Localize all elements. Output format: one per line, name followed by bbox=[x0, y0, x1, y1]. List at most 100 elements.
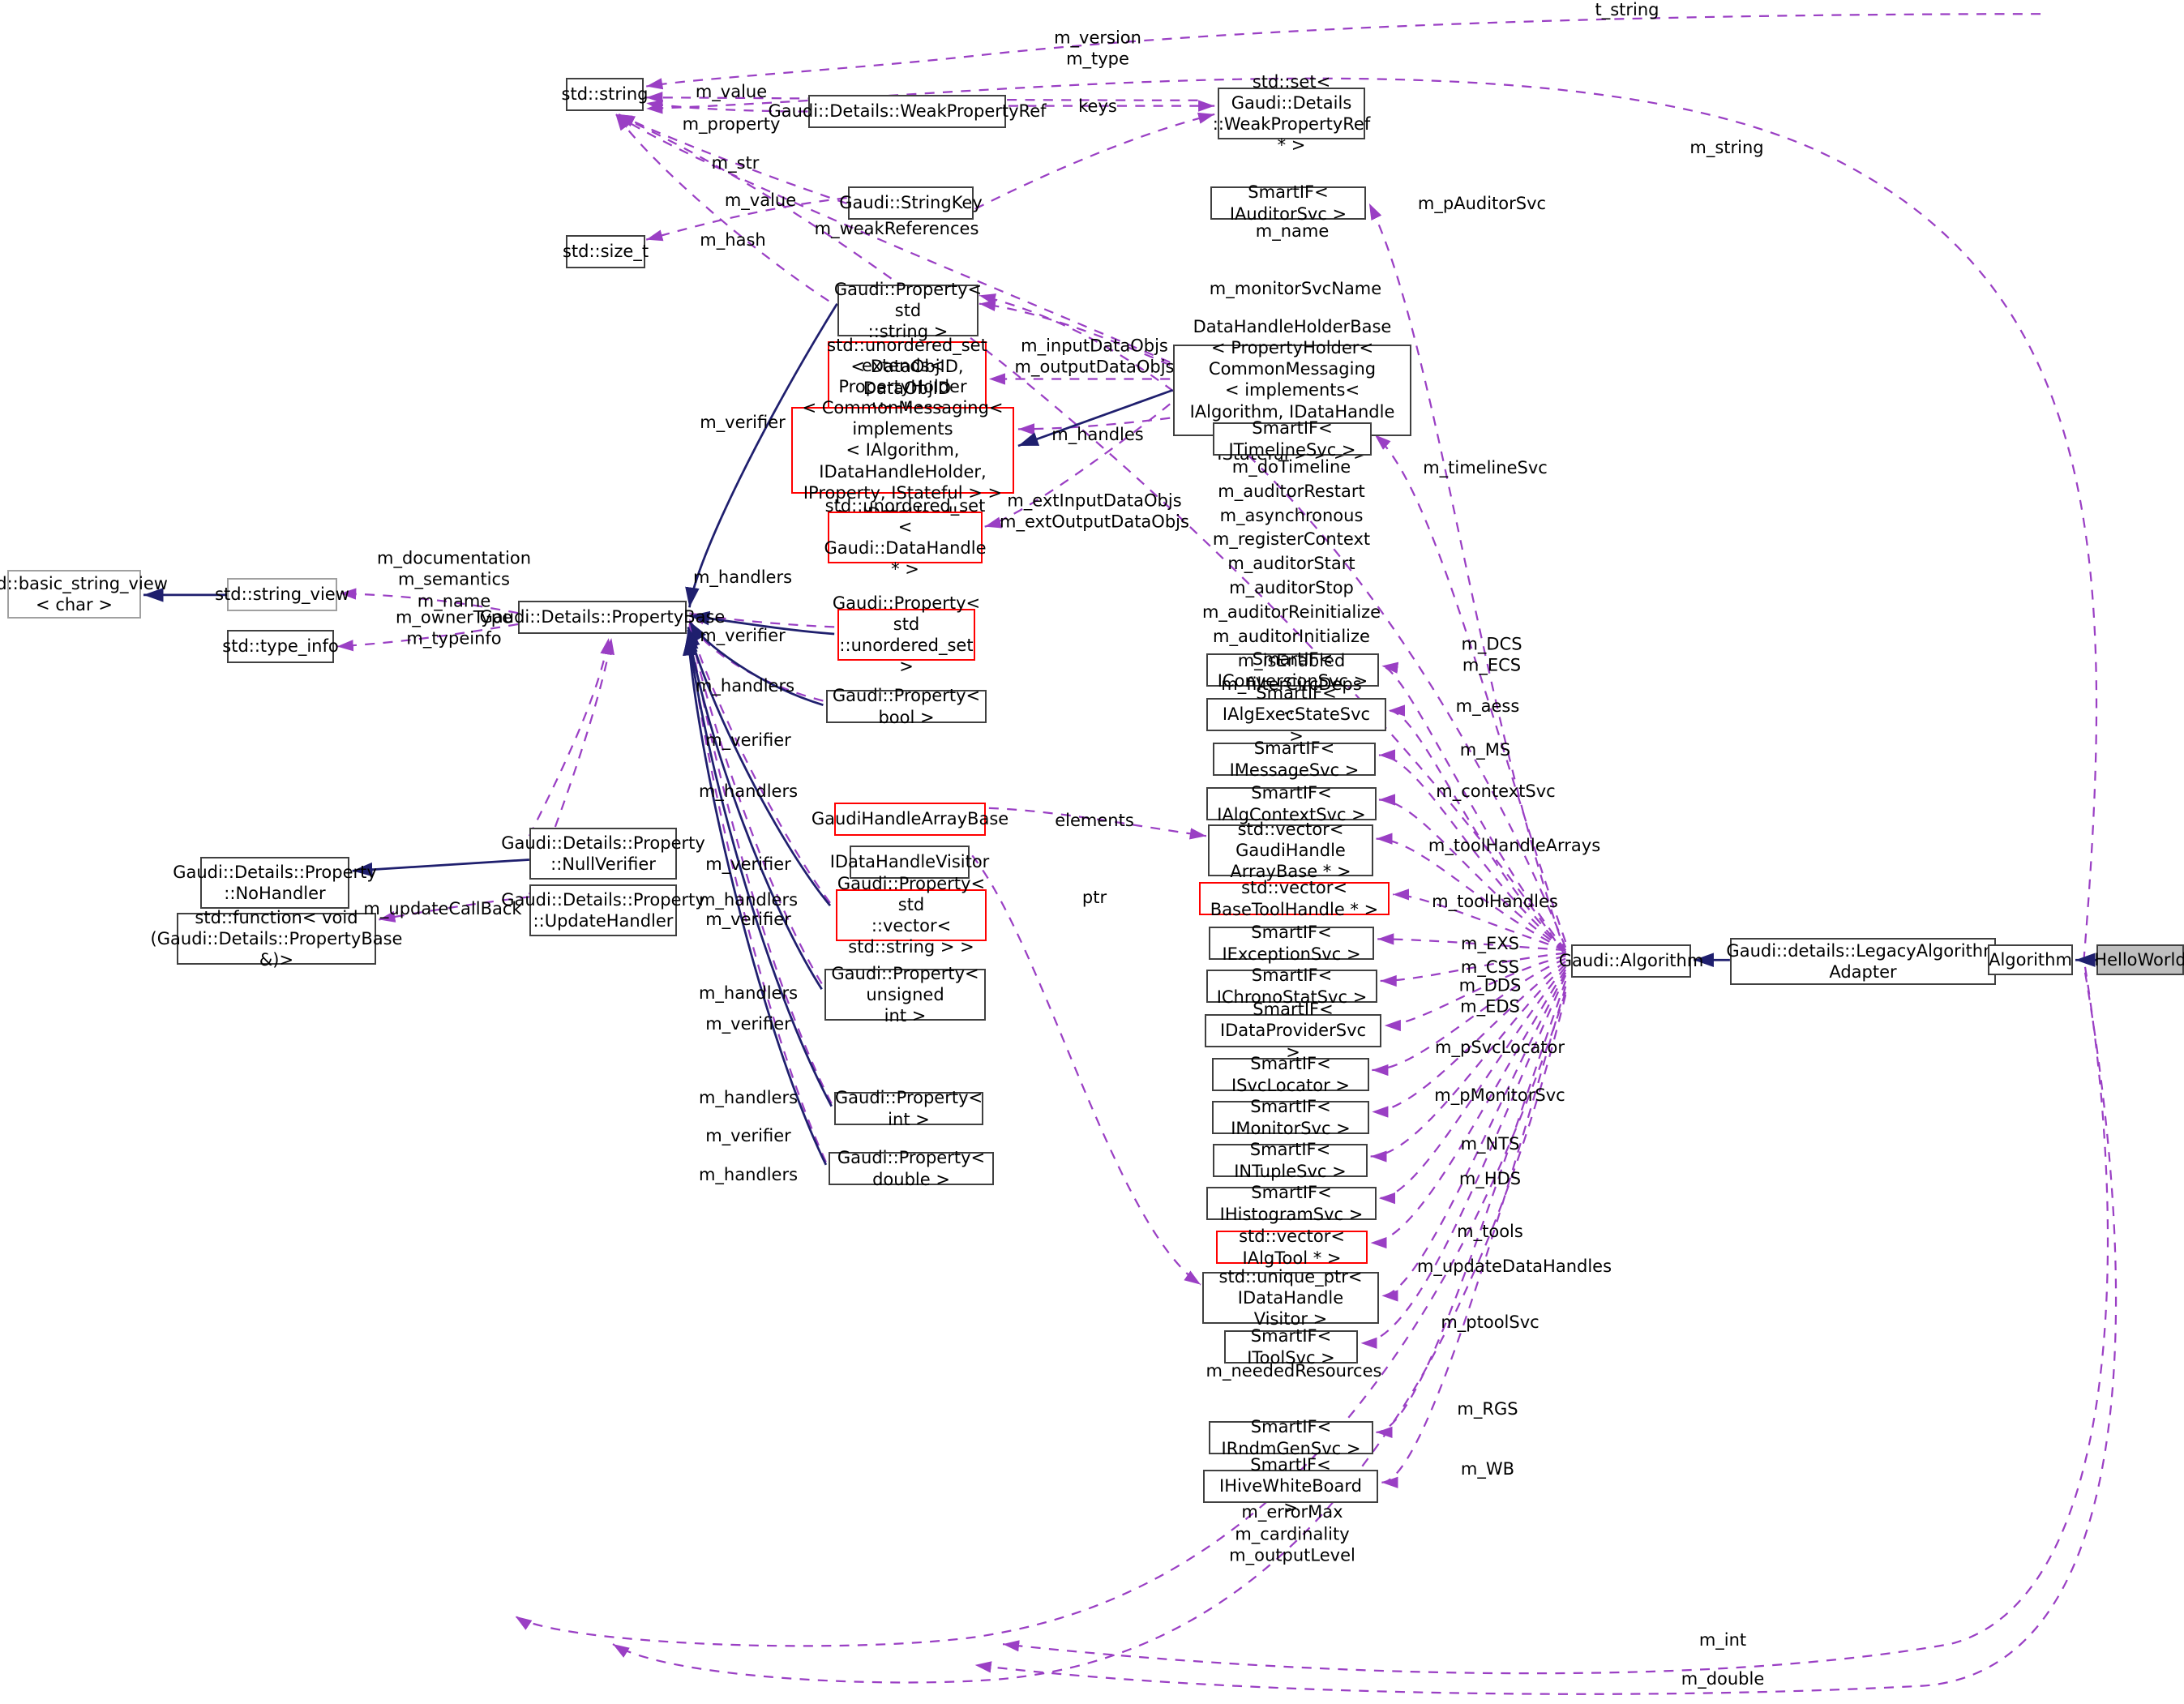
class-node-stringview[interactable]: std::string_view bbox=[215, 578, 349, 611]
class-node-smartif_hive[interactable]: SmartIF< IHiveWhiteBoard > bbox=[1203, 1455, 1378, 1518]
class-node-helloworld[interactable]: HelloWorld bbox=[2094, 944, 2184, 975]
edge-label: m_verifier bbox=[705, 909, 791, 929]
edge-label: m_property bbox=[682, 113, 781, 134]
edge-label: m_ownerType m_typeinfo bbox=[395, 607, 513, 649]
class-node-stdsizet[interactable]: std::size_t bbox=[563, 235, 649, 268]
class-node-algorithm[interactable]: Algorithm bbox=[1988, 944, 2073, 975]
class-node-smartif_toolsvc[interactable]: SmartIF< IToolSvc > bbox=[1224, 1326, 1358, 1368]
class-node-prop_string[interactable]: Gaudi::Property< std ::string > bbox=[833, 279, 983, 342]
edge-label: m_name bbox=[1255, 220, 1330, 241]
edge-label: m_str bbox=[711, 152, 760, 173]
class-node-smartif_algctx[interactable]: SmartIF< IAlgContextSvc > bbox=[1206, 783, 1377, 824]
class-node-propertybase[interactable]: Gaudi::Details::PropertyBase bbox=[480, 601, 725, 634]
class-node-smartif_msg[interactable]: SmartIF< IMessageSvc > bbox=[1213, 739, 1376, 780]
edge-label: m_verifier bbox=[705, 854, 791, 874]
class-node-smartif_histo[interactable]: SmartIF< IHistogramSvc > bbox=[1206, 1183, 1377, 1224]
edge-label: m_value bbox=[695, 81, 768, 101]
class-node-prop_double[interactable]: Gaudi::Property< double > bbox=[829, 1148, 994, 1189]
class-node-prop_int[interactable]: Gaudi::Property< int > bbox=[834, 1088, 983, 1129]
edge-label: m_EXS bbox=[1461, 933, 1519, 953]
class-node-prop_nullverif[interactable]: Gaudi::Details::Property ::NullVerifier bbox=[501, 828, 705, 880]
edge-label: m_aess bbox=[1455, 696, 1520, 716]
edge-label: m_NTS bbox=[1460, 1133, 1520, 1154]
class-node-extends_ph[interactable]: extends< PropertyHolder < CommonMessagin… bbox=[791, 356, 1014, 545]
edge-label: m_errorMax bbox=[1241, 1501, 1343, 1522]
class-node-smartif_ntuple[interactable]: SmartIF< INTupleSvc > bbox=[1213, 1140, 1368, 1181]
edge-label: m_handlers bbox=[695, 675, 795, 696]
edge-label: m_RGS bbox=[1457, 1398, 1518, 1419]
edge-label: m_monitorSvcName bbox=[1209, 278, 1382, 298]
edge-label: m_handles bbox=[1051, 424, 1144, 444]
class-node-smartif_timeline[interactable]: SmartIF< ITimelineSvc > bbox=[1213, 418, 1372, 460]
edge-label: m_DDS m_EDS bbox=[1458, 975, 1522, 1017]
class-node-vec_ialgtool[interactable]: std::vector< IAlgTool * > bbox=[1216, 1227, 1368, 1268]
edge-label: m_extInputDataObjs m_extOutputDataObjs bbox=[1000, 490, 1189, 532]
edge-label: m_contextSvc bbox=[1436, 781, 1556, 801]
edge-label: m_verifier bbox=[705, 1125, 791, 1145]
edge-label: m_verifier bbox=[705, 1013, 791, 1034]
class-node-smartif_dataprov[interactable]: SmartIF< IDataProviderSvc > bbox=[1205, 1000, 1381, 1062]
edge-label: m_updateCallBack bbox=[363, 898, 522, 918]
edge-label: m_documentation m_semantics m_name bbox=[376, 548, 532, 611]
class-node-smartif_exc[interactable]: SmartIF< IExceptionSvc > bbox=[1209, 923, 1374, 964]
class-node-propnullverifier[interactable]: Gaudi::Details::Property ::NoHandler bbox=[173, 857, 377, 909]
class-node-weakpropref[interactable]: Gaudi::Details::WeakPropertyRef bbox=[768, 95, 1047, 128]
edge-label: m_handlers bbox=[692, 567, 793, 587]
class-node-stringkey[interactable]: Gaudi::StringKey bbox=[839, 186, 983, 220]
class-node-smartif_rndm[interactable]: SmartIF< IRndmGenSvc > bbox=[1209, 1417, 1373, 1458]
edge-label: m_weakReferences bbox=[814, 218, 979, 238]
class-node-setweakpropref[interactable]: std::set< Gaudi::Details ::WeakPropertyR… bbox=[1212, 71, 1371, 156]
class-node-stdfunction[interactable]: std::function< void (Gaudi::Details::Pro… bbox=[150, 907, 403, 970]
member-list-algorithm-members: m_doTimeline m_auditorRestart m_asynchro… bbox=[1201, 457, 1381, 719]
edge-label: elements bbox=[1055, 810, 1134, 830]
edge-label: m_int bbox=[1698, 1629, 1747, 1650]
edge-label: m_ptoolSvc bbox=[1441, 1312, 1540, 1332]
class-node-prop_updhandler[interactable]: Gaudi::Details::Property ::UpdateHandler bbox=[501, 884, 705, 936]
edge-label: m_updateDataHandles bbox=[1416, 1256, 1612, 1276]
edge-label: m_neededResources bbox=[1205, 1360, 1382, 1381]
edge-label: m_handlers bbox=[698, 1087, 799, 1107]
class-node-basicstringview[interactable]: std::basic_string_view < char > bbox=[0, 570, 168, 619]
class-node-typeinfo[interactable]: std::type_info bbox=[222, 630, 339, 663]
class-node-prop_uset[interactable]: Gaudi::Property< std ::unordered_set > bbox=[832, 593, 981, 677]
class-node-uset_datahandle[interactable]: std::unordered_set < Gaudi::DataHandle *… bbox=[824, 495, 987, 580]
class-node-legacyadapter[interactable]: Gaudi::details::LegacyAlgorithm Adapter bbox=[1726, 938, 2000, 985]
class-node-smartif_chrono[interactable]: SmartIF< IChronoStatSvc > bbox=[1206, 965, 1377, 1007]
edge-label: m_verifier bbox=[700, 412, 786, 432]
edge-label: m_double bbox=[1681, 1668, 1765, 1689]
edge-label: m_handlers bbox=[698, 889, 799, 910]
edge-label: t_string bbox=[1595, 0, 1659, 19]
edge-label: ptr bbox=[1081, 887, 1107, 907]
edge-label: m_handlers bbox=[698, 781, 799, 801]
class-node-prop_bool[interactable]: Gaudi::Property< bool > bbox=[826, 686, 987, 727]
class-node-vec_ghab[interactable]: std::vector< GaudiHandle ArrayBase * > bbox=[1208, 820, 1373, 881]
edge-label: m_pMonitorSvc bbox=[1434, 1085, 1565, 1105]
edge-label: m_DCS m_ECS bbox=[1461, 634, 1522, 675]
edge-label: m_timelineSvc bbox=[1423, 457, 1548, 477]
edge-label: m_version m_type bbox=[1054, 28, 1141, 69]
class-node-gaudialgorithm[interactable]: Gaudi::Algorithm bbox=[1559, 944, 1703, 978]
edge-label: keys bbox=[1078, 96, 1117, 116]
class-node-vec_basetool[interactable]: std::vector< BaseToolHandle * > bbox=[1199, 878, 1390, 919]
edge-label: m_handlers bbox=[698, 1164, 799, 1184]
edge-label: m_toolHandleArrays bbox=[1428, 835, 1601, 855]
class-node-prop_vecstring[interactable]: Gaudi::Property< std ::vector< std::stri… bbox=[836, 873, 987, 957]
edge-label: m_toolHandles bbox=[1432, 891, 1558, 911]
edge-label: m_hash bbox=[700, 229, 766, 250]
class-node-gaudihandlearray[interactable]: GaudiHandleArrayBase bbox=[812, 803, 1008, 836]
edge-label: m_WB bbox=[1460, 1458, 1515, 1479]
edge-label: m_value bbox=[724, 190, 797, 210]
edge-label: m_tools bbox=[1457, 1221, 1523, 1241]
class-node-smartif_auditor[interactable]: SmartIF< IAuditorSvc > bbox=[1210, 182, 1366, 224]
class-node-uniqueptr_dhv[interactable]: std::unique_ptr< IDataHandle Visitor > bbox=[1202, 1267, 1379, 1329]
class-node-smartif_monitor[interactable]: SmartIF< IMonitorSvc > bbox=[1212, 1097, 1369, 1138]
edge-label: m_pAuditorSvc bbox=[1417, 193, 1547, 213]
class-node-smartif_svcloc[interactable]: SmartIF< ISvcLocator > bbox=[1212, 1054, 1369, 1095]
edge-label: m_verifier bbox=[705, 730, 791, 750]
edge-label: m_cardinality m_outputLevel bbox=[1229, 1524, 1355, 1565]
class-node-stdstring[interactable]: std::string bbox=[562, 78, 648, 111]
edge-label: m_MS bbox=[1459, 739, 1511, 760]
class-node-prop_uint[interactable]: Gaudi::Property< unsigned int > bbox=[824, 964, 986, 1025]
